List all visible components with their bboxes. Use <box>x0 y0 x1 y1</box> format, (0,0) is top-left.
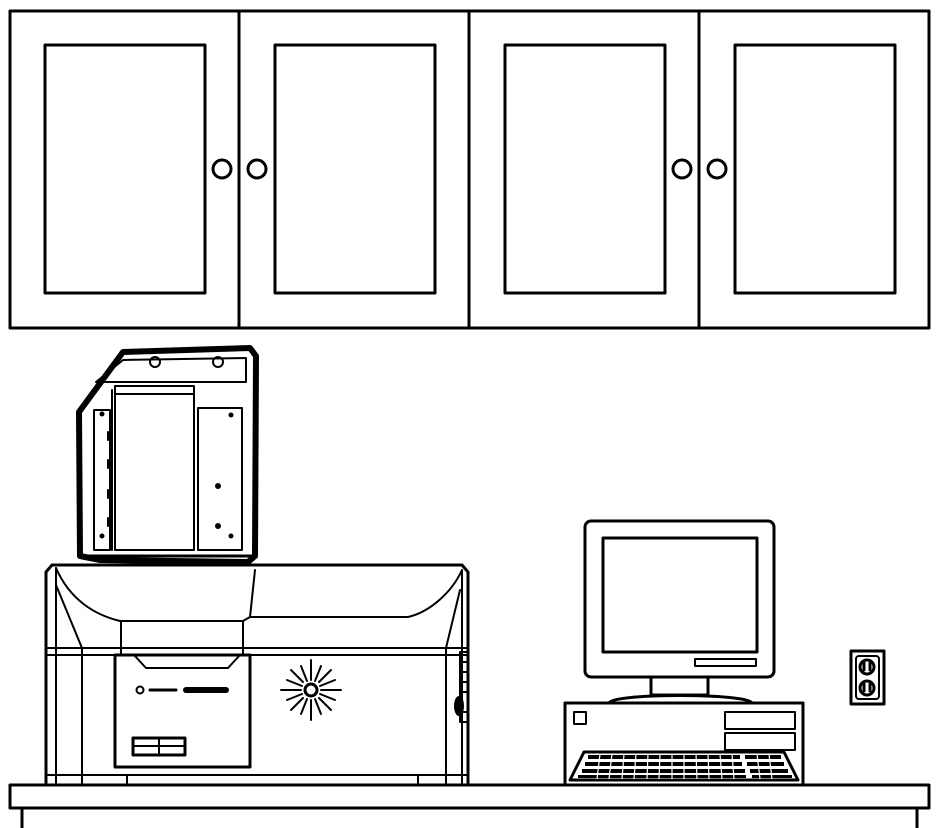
door-knob-icon <box>211 158 233 180</box>
power-switch[interactable] <box>131 736 187 757</box>
monitor-screen[interactable] <box>601 536 759 654</box>
drive-bay-top[interactable] <box>724 711 796 730</box>
cabinet-door-4[interactable] <box>706 43 897 295</box>
cabinet-door-2[interactable] <box>246 43 437 295</box>
front-panel-handle[interactable] <box>120 620 244 669</box>
power-outlet-icon <box>849 649 886 706</box>
power-button[interactable] <box>573 711 587 725</box>
autosampler-module <box>76 345 259 565</box>
crt-monitor-icon <box>583 519 776 705</box>
door-knob-icon <box>706 158 728 180</box>
outlet-socket-bottom[interactable] <box>858 679 876 697</box>
door-knob-icon <box>246 158 268 180</box>
keyboard-icon[interactable] <box>568 750 800 782</box>
upper-cabinet <box>8 9 931 330</box>
brand-logo-icon <box>135 685 145 695</box>
front-door-panel[interactable] <box>113 653 252 769</box>
tray-screw-icon <box>212 356 224 368</box>
cabinet-door-1[interactable] <box>43 43 233 295</box>
tray-screw-icon <box>149 356 161 368</box>
countertop <box>8 783 931 828</box>
desktop-tower-icon <box>563 701 805 787</box>
agilent-spark-icon <box>280 659 342 721</box>
side-vent-grille <box>454 651 469 723</box>
door-knob-icon <box>671 158 693 180</box>
cabinet-door-3[interactable] <box>503 43 693 295</box>
gc-instrument <box>44 563 470 787</box>
drive-bay-bottom[interactable] <box>724 732 796 751</box>
outlet-socket-top[interactable] <box>858 658 876 676</box>
monitor-control-strip[interactable] <box>694 658 757 667</box>
